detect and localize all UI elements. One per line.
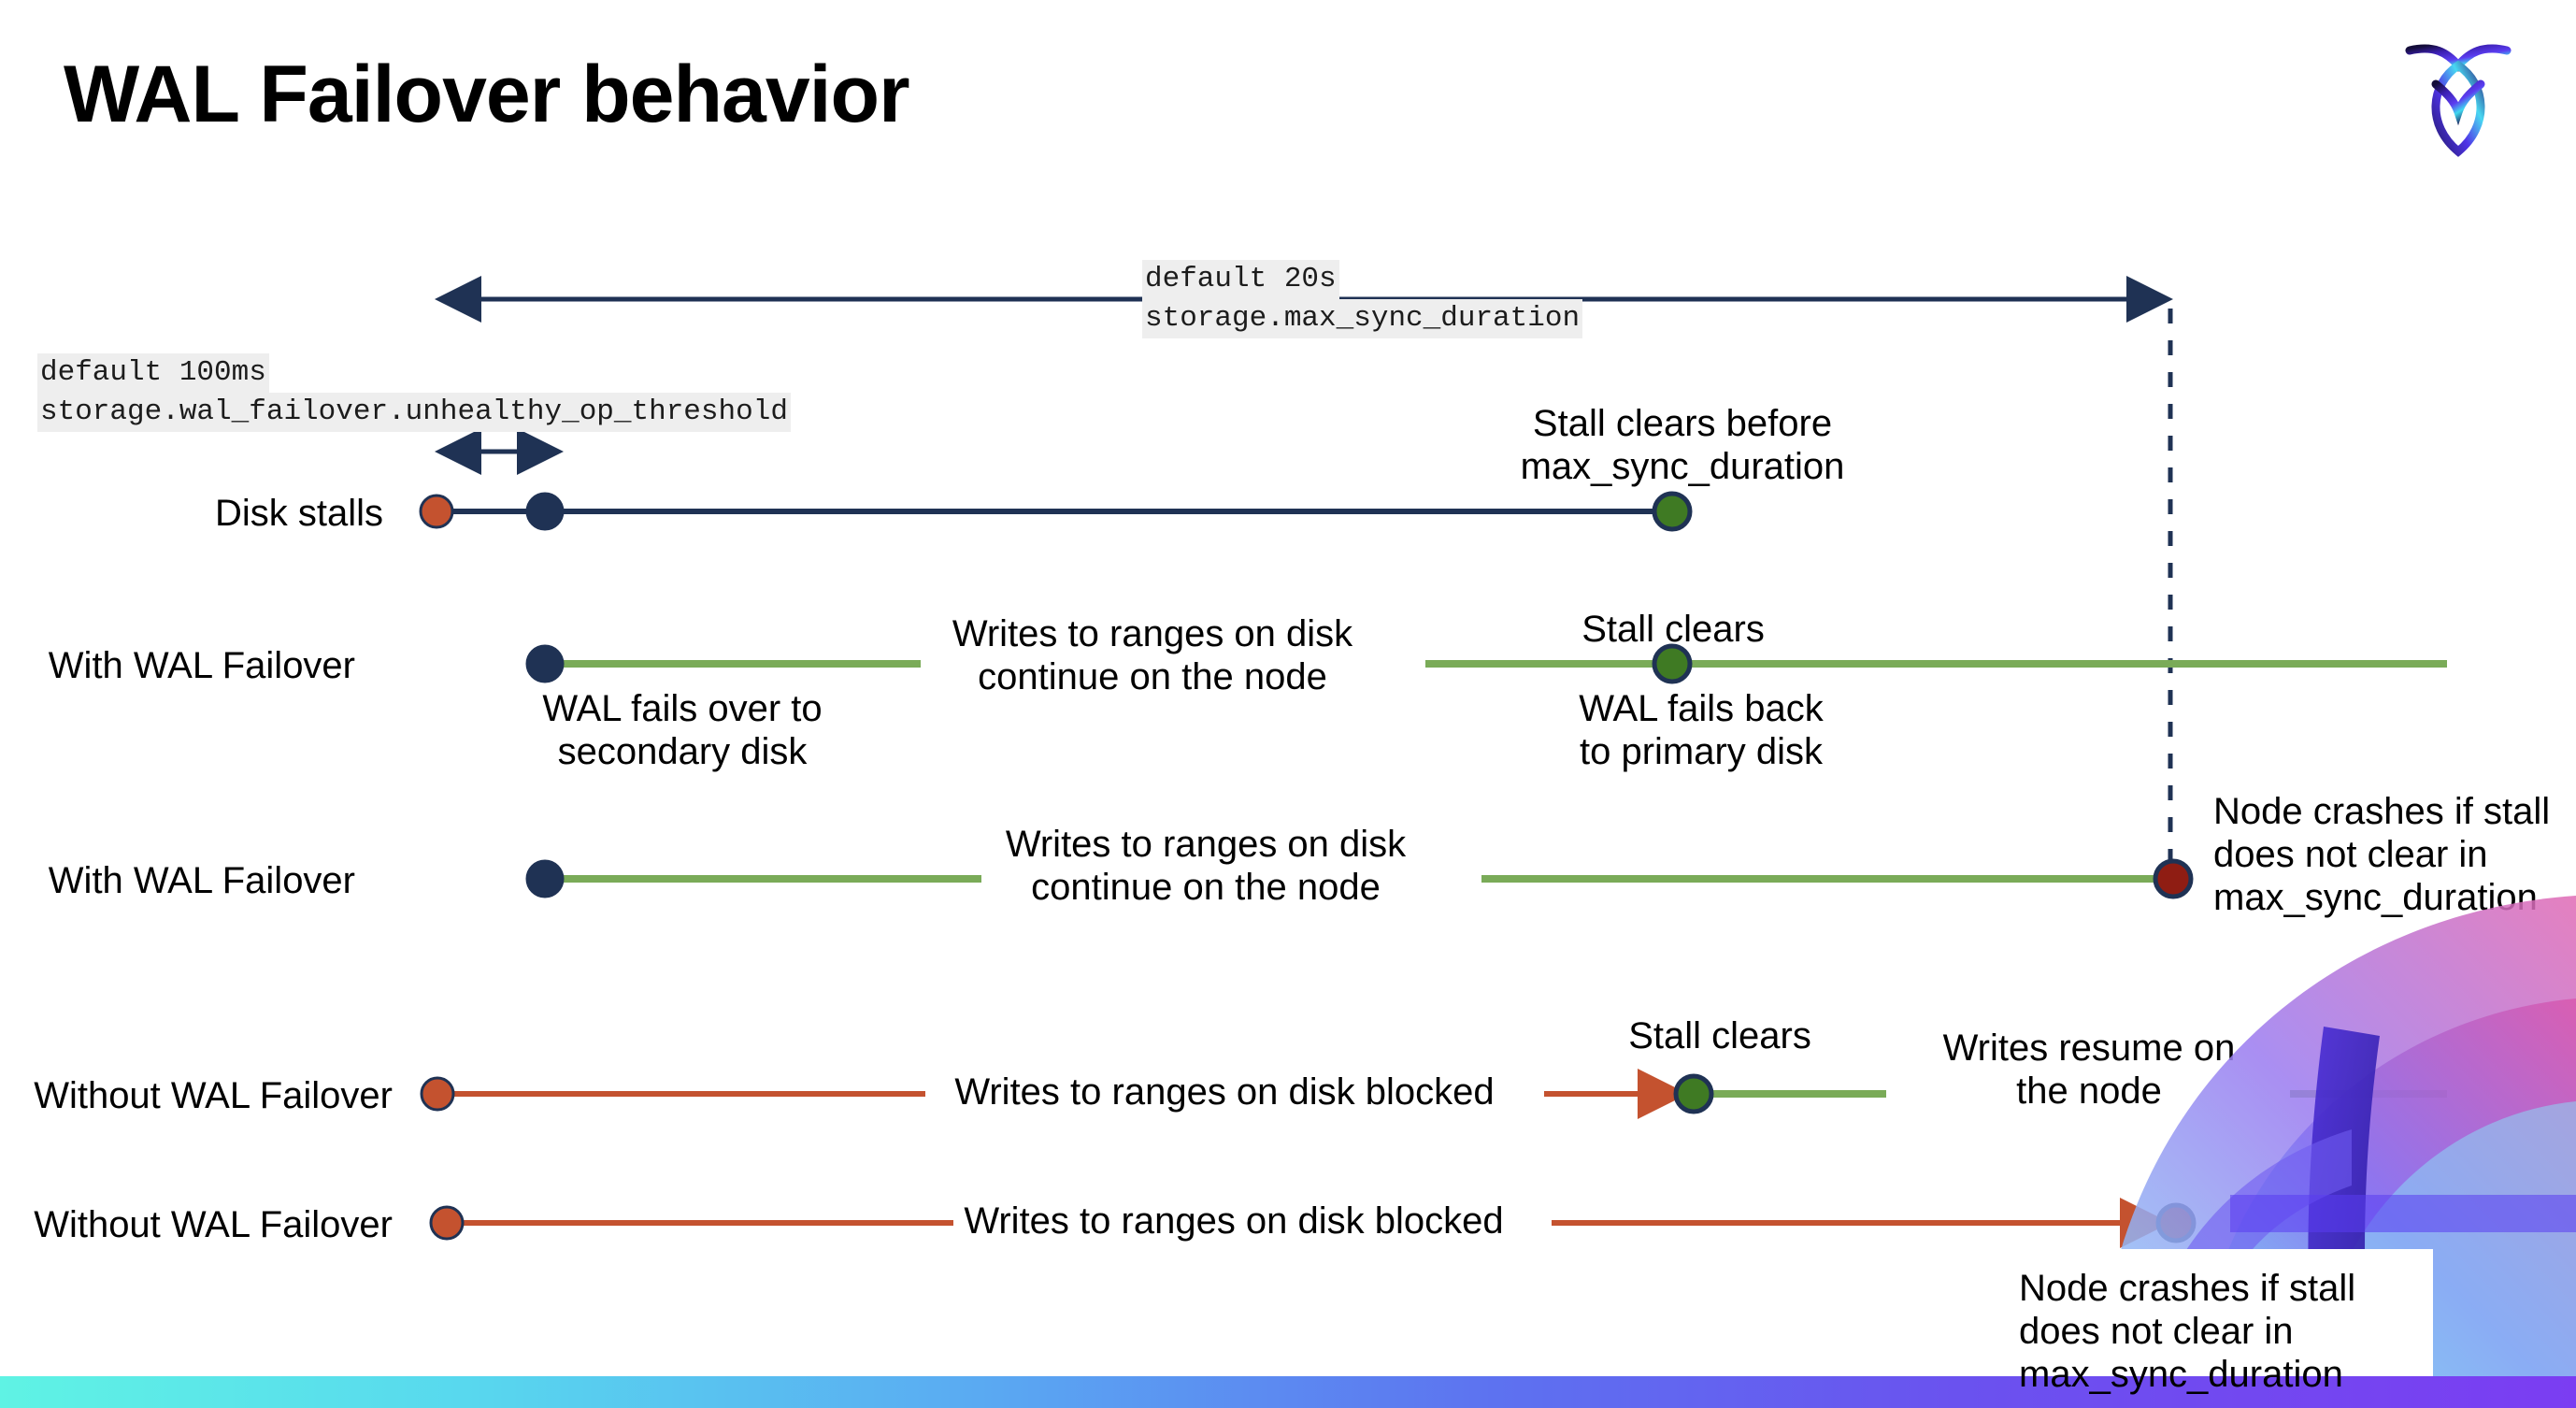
callout-writes-resume: Writes resume on the node <box>1942 1027 2236 1112</box>
row-label-without-failover-1: Without WAL Failover <box>34 1075 393 1116</box>
callout-stall-clears-before-max-sync: Stall clears before max_sync_duration <box>1520 403 1845 487</box>
marker-stall-clears <box>1652 643 1693 684</box>
marker-failover-point <box>525 859 565 898</box>
callout-writes-continue-row2: Writes to ranges on disk continue on the… <box>952 613 1353 697</box>
callout-stall-clears-row2: Stall clears <box>1581 609 1765 650</box>
max-sync-default-label: default 20s <box>1142 260 1339 299</box>
marker-stall-start <box>429 1205 465 1241</box>
callout-writes-blocked-row5: Writes to ranges on disk blocked <box>964 1200 1504 1242</box>
timeline-row-with-failover-1 <box>525 643 2447 684</box>
marker-node-crash <box>2153 858 2194 899</box>
callout-wal-fails-over: WAL fails over to secondary disk <box>542 688 823 772</box>
unhealthy-op-setting-name: storage.wal_failover.unhealthy_op_thresh… <box>37 393 791 432</box>
bottom-gradient-bar <box>0 1376 2576 1408</box>
marker-stall-clears <box>1652 491 1693 532</box>
marker-stall-start <box>419 494 454 529</box>
marker-node-crash <box>2155 1202 2197 1243</box>
callout-wal-fails-back: WAL fails back to primary disk <box>1579 688 1824 772</box>
page-title: WAL Failover behavior <box>64 50 910 139</box>
callout-writes-blocked-row4: Writes to ranges on disk blocked <box>954 1071 1495 1113</box>
cockroachdb-logo <box>2393 26 2524 166</box>
max-sync-setting-name: storage.max_sync_duration <box>1142 299 1583 338</box>
callout-node-crashes-row3: Node crashes if stall does not clear in … <box>2213 791 2551 918</box>
marker-failover-point <box>525 492 565 531</box>
callout-node-crashes-row5: Node crashes if stall does not clear in … <box>2019 1268 2356 1395</box>
row-label-with-failover-1: With WAL Failover <box>48 645 355 686</box>
row-label-without-failover-2: Without WAL Failover <box>34 1204 393 1245</box>
row-label-with-failover-2: With WAL Failover <box>48 860 355 901</box>
timeline-row-with-failover-2 <box>525 858 2194 899</box>
marker-stall-start <box>420 1076 455 1112</box>
marker-stall-clears <box>1673 1073 1714 1114</box>
callout-writes-continue-row3: Writes to ranges on disk continue on the… <box>1005 824 1407 908</box>
row-label-disk-stalls: Disk stalls <box>214 493 383 534</box>
timeline-row-disk-stalls <box>419 491 1693 532</box>
unhealthy-op-default-label: default 100ms <box>37 353 269 393</box>
callout-stall-clears-row4: Stall clears <box>1628 1015 1811 1056</box>
marker-failover-point <box>525 644 565 683</box>
